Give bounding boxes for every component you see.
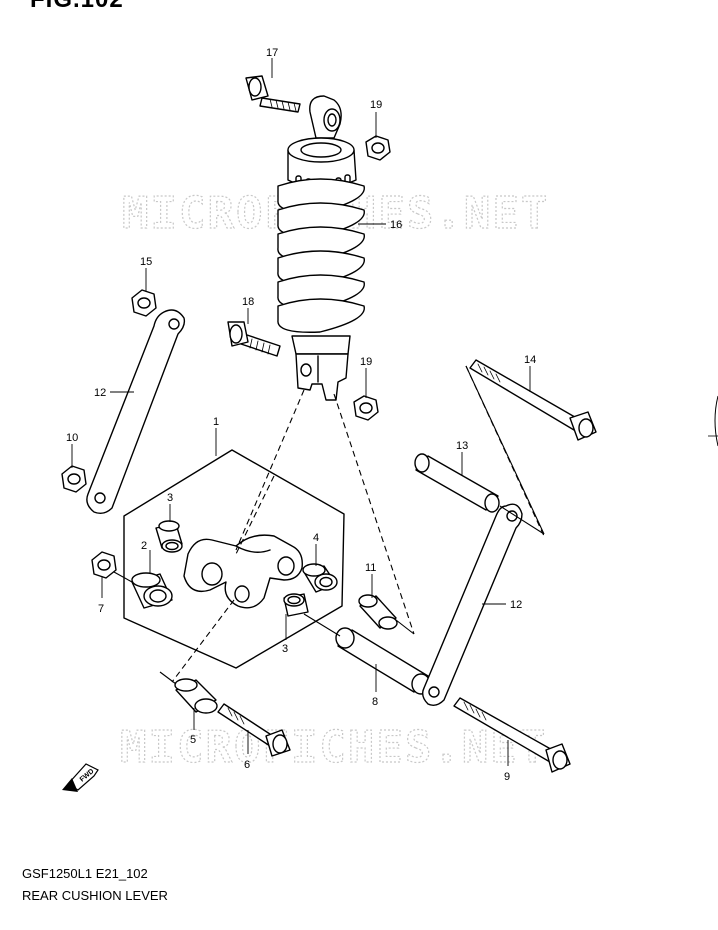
part-14-bolt[interactable] — [469, 359, 597, 441]
callout-19-lower: 19 — [360, 356, 372, 368]
callout-7: 7 — [98, 603, 104, 615]
callout-5: 5 — [190, 734, 196, 746]
figure-name: REAR CUSHION LEVER — [22, 888, 168, 903]
watermark-bottom: MICROFICHES.NET — [120, 722, 547, 773]
part-8-spacer[interactable] — [335, 627, 431, 695]
part-19-nut-upper[interactable] — [365, 135, 391, 161]
part-12-rod-left[interactable] — [86, 309, 186, 515]
part-5-spacer[interactable] — [174, 678, 218, 714]
part-10-nut[interactable] — [61, 465, 87, 493]
part-13-spacer[interactable] — [414, 453, 500, 513]
part-1-assembly-outline — [123, 449, 345, 669]
callout-2: 2 — [141, 540, 147, 552]
callout-6: 6 — [244, 759, 250, 771]
part-16-shock-absorber[interactable] — [277, 95, 365, 401]
part-9-bolt[interactable] — [453, 697, 571, 773]
callout-10: 10 — [66, 432, 78, 444]
callout-11: 11 — [365, 562, 376, 574]
solid-alignment-lines — [113, 365, 545, 685]
callout-8: 8 — [372, 696, 378, 708]
part-15-nut[interactable] — [131, 289, 157, 317]
callout-19-upper: 19 — [370, 99, 382, 111]
callout-17: 17 — [266, 47, 278, 59]
part-18-bolt[interactable] — [227, 321, 281, 357]
part-3-bearing-lower[interactable] — [283, 593, 309, 617]
callout-9: 9 — [504, 771, 510, 783]
forward-direction-arrow: FWD — [62, 763, 99, 792]
part-3-bearing-upper[interactable] — [155, 520, 183, 553]
page-edge-curve — [714, 395, 718, 447]
part-11-spacer[interactable] — [358, 594, 398, 630]
part-17-bolt[interactable] — [245, 75, 301, 113]
part-4-bearing[interactable] — [302, 563, 338, 593]
leader-lines — [71, 58, 531, 766]
part-6-bolt[interactable] — [217, 703, 291, 757]
callout-12-right: 12 — [510, 599, 522, 611]
part-12-rod-right[interactable] — [421, 503, 523, 707]
part-7-nut[interactable] — [91, 551, 117, 579]
callout-12-left: 12 — [94, 387, 106, 399]
part-1-cushion-lever[interactable] — [183, 534, 303, 609]
callout-15: 15 — [140, 256, 152, 268]
part-2-bearing[interactable] — [131, 572, 173, 609]
figure-title: FIG.102 — [30, 0, 124, 14]
callout-1: 1 — [213, 416, 219, 428]
callout-18: 18 — [242, 296, 254, 308]
callout-14: 14 — [524, 354, 536, 366]
callout-16: 16 — [390, 219, 402, 231]
callout-4: 4 — [313, 532, 319, 544]
callout-3-upper: 3 — [167, 492, 173, 504]
figure-code: GSF1250L1 E21_102 — [22, 866, 148, 881]
callout-13: 13 — [456, 440, 468, 452]
callout-3-lower: 3 — [282, 643, 288, 655]
part-19-nut-lower[interactable] — [353, 395, 379, 421]
